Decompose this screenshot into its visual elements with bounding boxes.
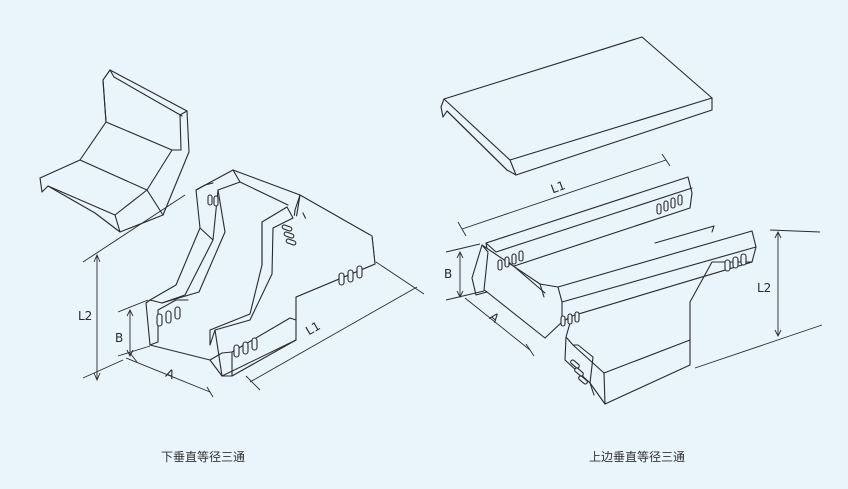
right-cover	[440, 36, 713, 176]
left-tee-drawing: L2 B A L1	[39, 69, 425, 398]
right-dimensions	[445, 153, 823, 369]
left-label-l2: L2	[78, 309, 92, 323]
right-label-a: A	[487, 309, 503, 326]
left-cover	[39, 69, 190, 233]
right-label-b: B	[444, 267, 452, 281]
right-slots	[497, 194, 747, 385]
right-label-l1: L1	[549, 178, 567, 196]
right-tee-drawing: L1 B A L2	[440, 36, 823, 405]
right-caption: 上边垂直等径三通	[589, 450, 686, 464]
right-tee-body	[471, 176, 757, 405]
left-caption: 下垂直等径三通	[161, 450, 246, 464]
left-slots	[156, 194, 363, 358]
left-label-a: A	[164, 366, 178, 382]
left-label-l1: L1	[303, 319, 322, 338]
left-dimensions	[82, 194, 425, 398]
right-label-l2: L2	[757, 281, 771, 295]
left-tee-body	[145, 169, 376, 377]
left-label-b: B	[115, 331, 123, 345]
